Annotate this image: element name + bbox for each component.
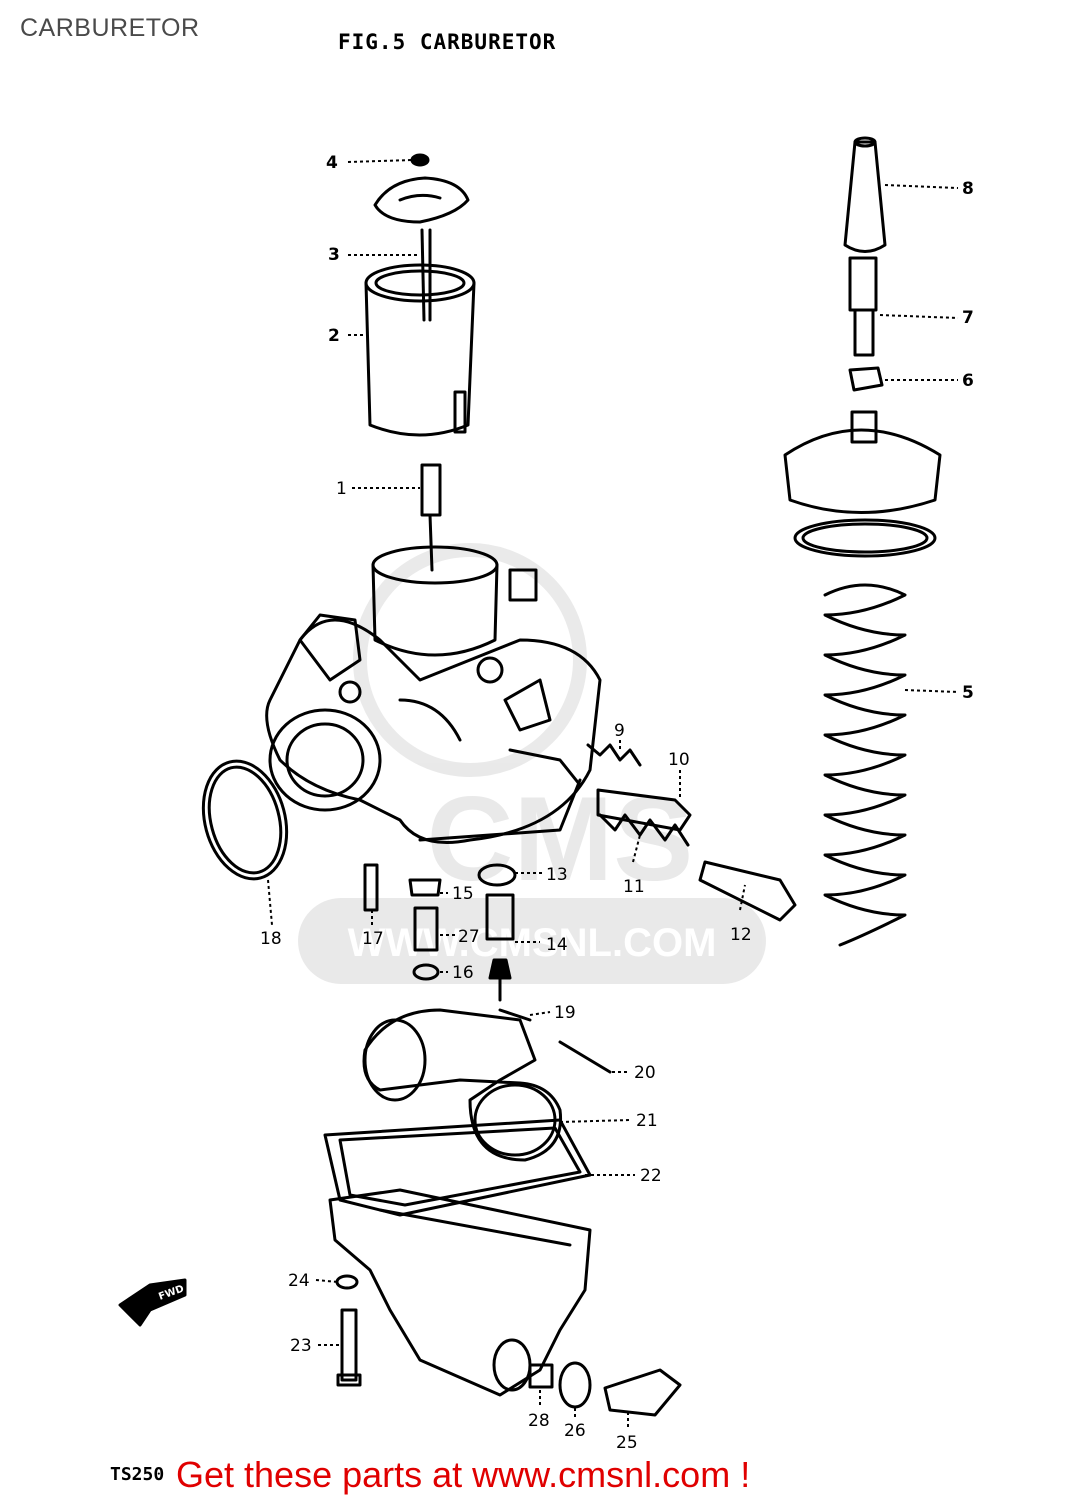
promo-link[interactable]: Get these parts at www.cmsnl.com !	[176, 1454, 751, 1495]
part-2-throttle-valve	[364, 263, 476, 437]
callout-23: 23	[290, 1336, 312, 1356]
watermark: WWW.CMSNL.COM CMS	[298, 543, 766, 984]
callout-24: 24	[288, 1271, 310, 1291]
callout-22: 22	[640, 1166, 662, 1186]
callout-2: 2	[328, 326, 340, 346]
callout-8: 8	[962, 179, 974, 199]
callout-28: 28	[528, 1411, 550, 1431]
callout-6: 6	[962, 371, 974, 391]
carburetor-body	[265, 545, 602, 844]
page-label: CARBURETOR	[20, 14, 200, 42]
part-6-nut	[848, 366, 884, 392]
callout-21: 21	[636, 1111, 658, 1131]
part-23-screw	[336, 1308, 362, 1387]
part-26-gasket	[558, 1361, 592, 1409]
part-9-spring	[586, 743, 642, 767]
part-22-gasket	[323, 1118, 592, 1217]
part-14-needle-jet	[485, 893, 515, 1002]
part-12-pilot-screw	[698, 860, 797, 922]
part-13-washer	[477, 863, 517, 887]
callout-12: 12	[730, 925, 752, 945]
callout-11: 11	[623, 877, 645, 897]
part-19-float-pin	[498, 1008, 532, 1022]
fwd-arrow	[118, 1278, 187, 1327]
part-float	[362, 1008, 563, 1162]
callout-15: 15	[452, 884, 474, 904]
callout-numbers: 4 3 2 1 8 7 6 5 9 10 11 12 13 14 15 16 1…	[260, 153, 974, 1453]
part-27-main-jet	[413, 906, 439, 952]
callout-3: 3	[328, 245, 340, 265]
callout-27: 27	[458, 927, 480, 947]
part-3-needle	[420, 228, 432, 322]
part-4-screw	[410, 153, 430, 167]
part-25-drain-screw	[603, 1368, 682, 1417]
part-7-adjuster	[848, 256, 878, 357]
part-20-pin	[558, 1040, 612, 1074]
callout-1: 1	[336, 479, 347, 499]
part-15-jet	[408, 878, 442, 897]
callout-16: 16	[452, 963, 474, 983]
figure-title: FIG.5 CARBURETOR	[338, 30, 557, 54]
part-10-air-screw	[596, 788, 692, 832]
part-28-plug	[528, 1363, 554, 1389]
callout-14: 14	[546, 935, 568, 955]
callout-25: 25	[616, 1433, 638, 1453]
leader-lines	[267, 159, 959, 1430]
callout-13: 13	[546, 865, 568, 885]
callout-5: 5	[962, 683, 974, 703]
callout-4: 4	[326, 153, 338, 173]
part-11-spring	[598, 813, 690, 847]
part-mixing-chamber-top	[783, 410, 942, 558]
callout-9: 9	[614, 721, 625, 741]
part-24-washer	[335, 1274, 359, 1290]
part-8-cable-cap	[843, 136, 887, 253]
part-1-jet-stem	[420, 463, 442, 572]
callout-18: 18	[260, 929, 282, 949]
part-18-o-ring	[201, 759, 289, 881]
callout-19: 19	[554, 1003, 576, 1023]
callout-10: 10	[668, 750, 690, 770]
callout-20: 20	[634, 1063, 656, 1083]
model-label: TS250	[110, 1464, 165, 1485]
part-16-washer	[412, 963, 440, 981]
part-plate	[373, 176, 470, 224]
callout-17: 17	[362, 929, 384, 949]
callout-26: 26	[564, 1421, 586, 1441]
part-5-spring	[823, 583, 907, 947]
callout-7: 7	[962, 308, 974, 328]
watermark-site: WWW.CMSNL.COM	[348, 921, 717, 965]
